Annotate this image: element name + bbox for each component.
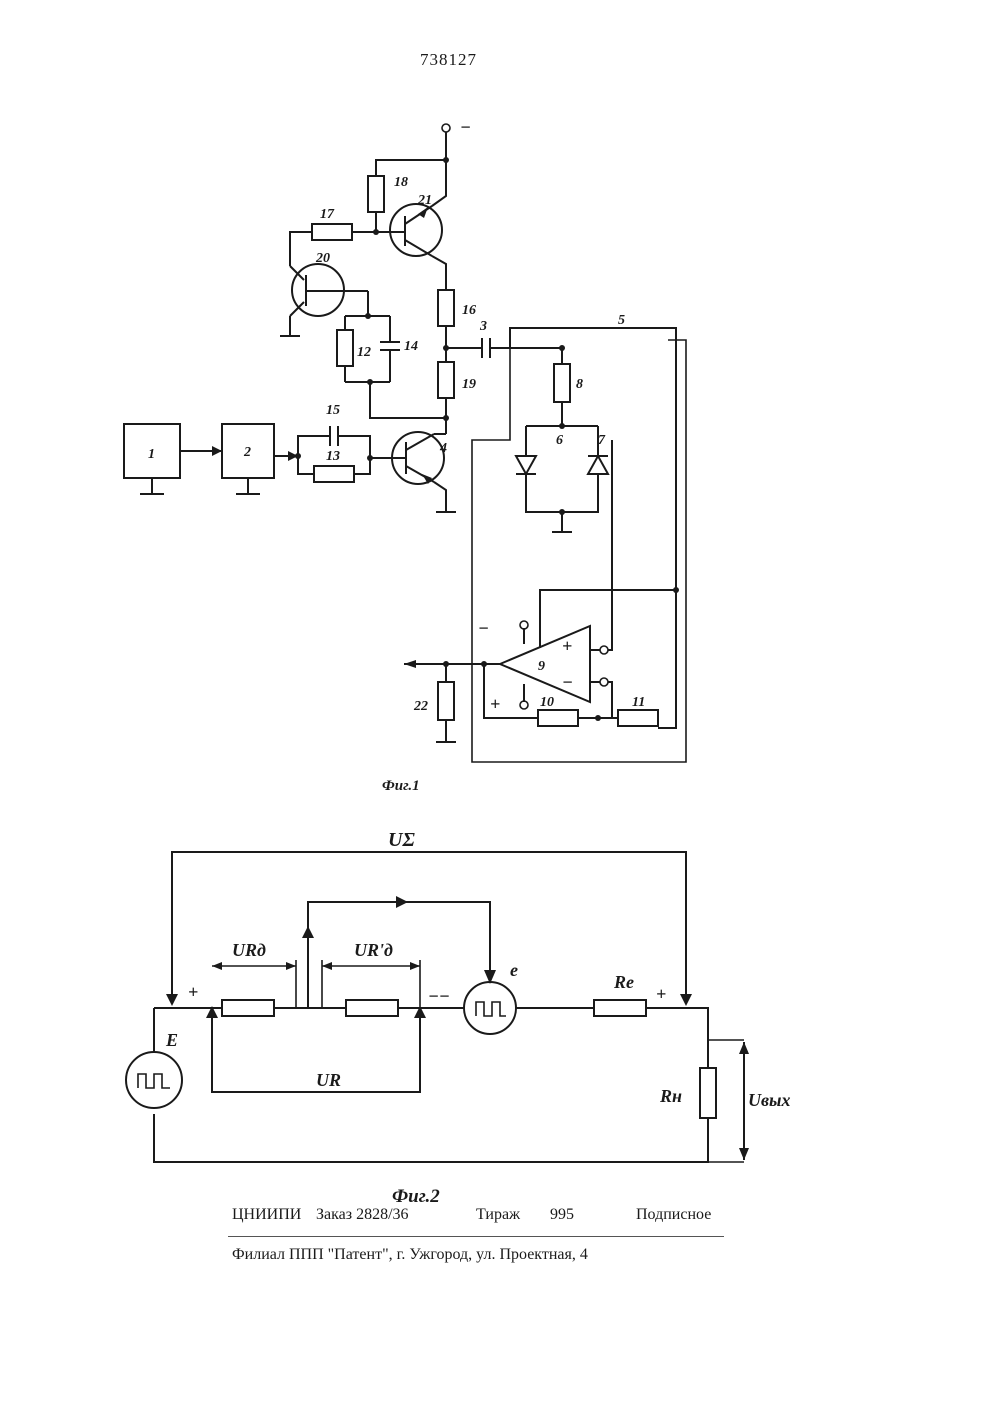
schematic-label: −	[478, 618, 489, 638]
schematic-label: 22	[413, 699, 428, 714]
schematic-label: 17	[320, 207, 335, 222]
schematic-label: 19	[462, 377, 476, 392]
schematic-label: 18	[394, 175, 408, 190]
schematic-label: 10	[540, 695, 554, 710]
schematic-label: 3	[479, 319, 487, 334]
supply-minus-label: −	[460, 117, 471, 137]
source-e	[464, 982, 516, 1034]
schematic-label: 7	[598, 433, 606, 448]
footer-status: Подписное	[636, 1206, 711, 1224]
figure-1-schematic: − 18 21 17 20	[0, 0, 1000, 800]
transistor-21	[390, 204, 442, 256]
schematic-label: Re	[613, 972, 634, 992]
schematic-label: UR'д	[354, 940, 393, 960]
schematic-label: 2	[243, 445, 251, 460]
schematic-label: 1	[148, 447, 155, 462]
schematic-label: 15	[326, 403, 340, 418]
footer-circulation-value: 995	[550, 1206, 574, 1224]
resistor-rd-prime	[346, 1000, 398, 1016]
resistor-13	[314, 466, 354, 482]
schematic-label: 8	[576, 377, 583, 392]
schematic-label: 11	[632, 695, 645, 710]
schematic-label: Rн	[659, 1086, 682, 1106]
schematic-label: e	[510, 960, 518, 980]
schematic-label: UR	[316, 1070, 341, 1090]
schematic-label: 9	[538, 659, 545, 674]
schematic-label: 6	[556, 433, 563, 448]
resistor-12	[337, 330, 353, 366]
resistor-17	[312, 224, 352, 240]
schematic-label: +	[490, 694, 500, 714]
footer-row-1: ЦНИИПИ Заказ 2828/36 Тираж 995 Подписное	[232, 1206, 752, 1228]
schematic-label: 21	[417, 193, 432, 208]
resistor-rd	[222, 1000, 274, 1016]
schematic-label: Uвых	[748, 1090, 791, 1110]
schematic-label: +	[656, 984, 666, 1004]
figure-2-caption: Фиг.2	[392, 1186, 440, 1207]
resistor-22	[438, 682, 454, 720]
resistor-10	[538, 710, 578, 726]
footer-divider	[228, 1236, 724, 1237]
footer-org: ЦНИИПИ	[232, 1206, 301, 1224]
schematic-label: +	[188, 982, 198, 1002]
schematic-label: 20	[315, 251, 330, 266]
footer-order: Заказ 2828/36	[316, 1206, 409, 1224]
schematic-label: 12	[357, 345, 371, 360]
schematic-label: URд	[232, 940, 266, 960]
figure-1-caption: Фиг.1	[382, 778, 420, 794]
schematic-label: −−	[428, 986, 450, 1006]
footer-branch: Филиал ППП "Патент", г. Ужгород, ул. Про…	[232, 1246, 588, 1264]
resistor-16	[438, 290, 454, 326]
footer-row-2: Филиал ППП "Патент", г. Ужгород, ул. Про…	[232, 1246, 752, 1268]
schematic-label: 4	[439, 441, 447, 456]
schematic-label: E	[165, 1030, 178, 1050]
schematic-label: 13	[326, 449, 340, 464]
resistor-11	[618, 710, 658, 726]
schematic-label: −	[562, 672, 573, 692]
resistor-18	[368, 176, 384, 212]
schematic-label: 14	[404, 339, 418, 354]
resistor-rh	[700, 1068, 716, 1118]
schematic-label: UΣ	[388, 829, 415, 851]
resistor-8	[554, 364, 570, 402]
schematic-label: 5	[618, 313, 625, 328]
resistor-19	[438, 362, 454, 398]
footer-circulation-label: Тираж	[476, 1206, 520, 1224]
op-amp-9	[500, 626, 590, 702]
schematic-label: 16	[462, 303, 476, 318]
schematic-label: +	[562, 636, 572, 656]
resistor-re	[594, 1000, 646, 1016]
figure-2-schematic: UΣ + −− e Re + Rн Uвых	[0, 820, 1000, 1240]
